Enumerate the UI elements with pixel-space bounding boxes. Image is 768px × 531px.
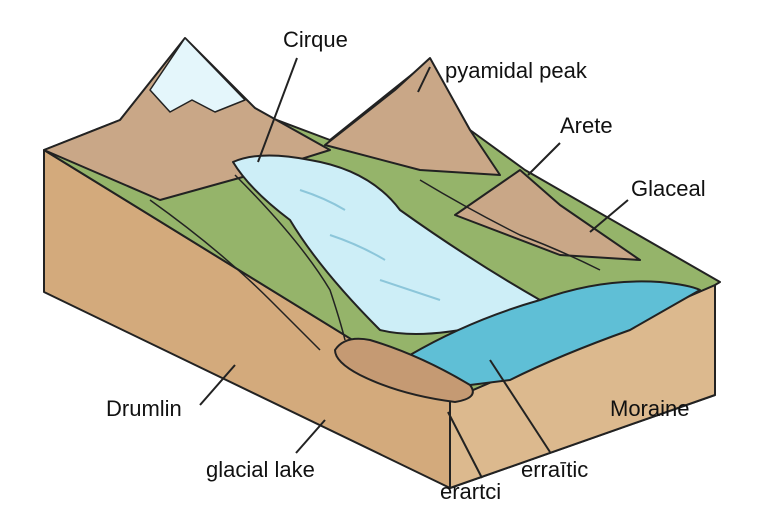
left-mountain-snow xyxy=(149,37,246,113)
label-drumlin: Drumlin xyxy=(106,396,182,421)
erratic-bottom-leader xyxy=(447,411,483,479)
glacial-lake-leader xyxy=(295,419,326,454)
arete-leader xyxy=(527,142,561,176)
label-glacial: Glaceal xyxy=(631,176,706,201)
terrain-line xyxy=(419,179,601,271)
pyramidal-peak-leader xyxy=(417,66,431,93)
label-arete: Arete xyxy=(560,113,613,138)
label-pyramidal-peak: pyamidal peak xyxy=(445,58,587,83)
label-cirque: Cirque xyxy=(283,27,348,52)
moraine-mound xyxy=(334,337,474,403)
label-glacial-lake: glacial lake xyxy=(206,457,315,482)
terrain-line xyxy=(149,199,321,351)
label-erratic-right: erraītic xyxy=(521,457,589,482)
erratic-right-leader xyxy=(489,359,551,453)
label-moraine: Moraine xyxy=(610,396,690,421)
glacier-crevasse xyxy=(329,234,386,261)
cirque-leader xyxy=(257,57,298,163)
glacier-crevasse xyxy=(379,279,441,301)
drumlin-leader xyxy=(199,364,236,406)
terrain-line xyxy=(234,174,346,341)
glacial-leader xyxy=(589,199,629,233)
glacier-crevasse xyxy=(299,189,346,211)
pyramidal-peak-mountain xyxy=(324,57,501,176)
arete-peak xyxy=(454,169,641,261)
label-erratic-bottom: erartci xyxy=(440,479,502,504)
